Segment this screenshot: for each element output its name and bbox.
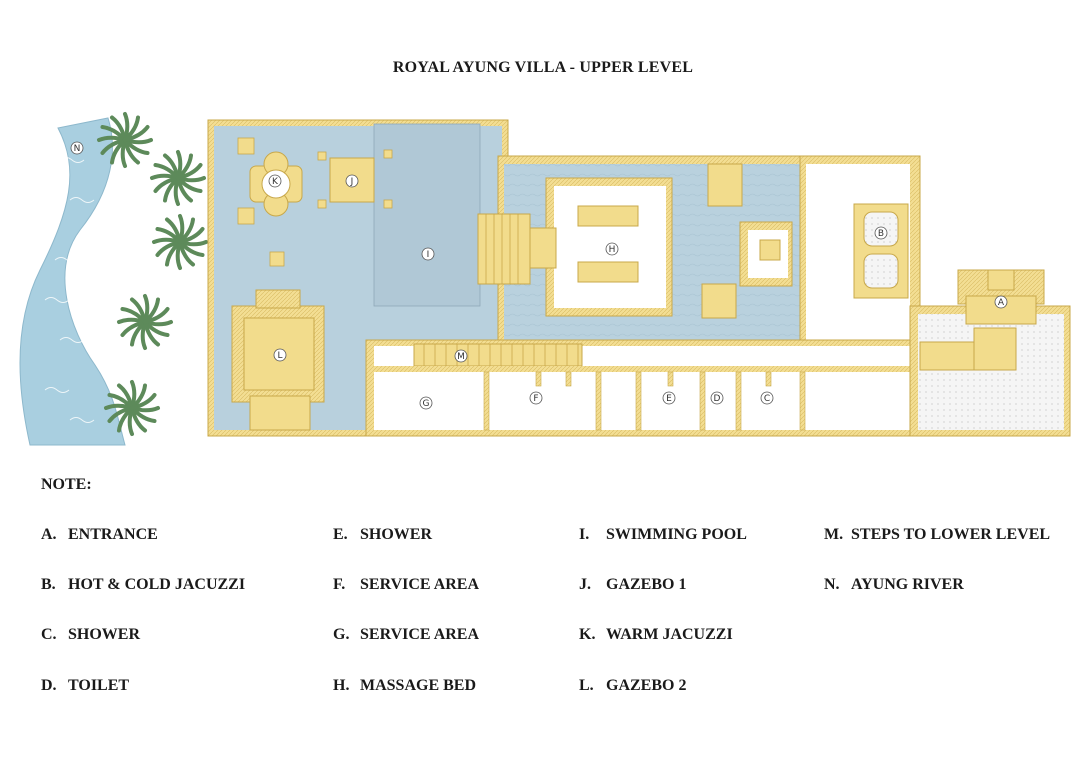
palm-tree <box>97 112 153 168</box>
plan-marker-m: M <box>454 349 468 363</box>
legend-label: GAZEBO 2 <box>606 677 687 694</box>
legend-label: TOILET <box>68 677 130 694</box>
legend-key: K. <box>579 626 596 643</box>
legend-label: SERVICE AREA <box>360 626 480 643</box>
legend-item: F. SERVICE AREA <box>333 576 479 594</box>
note-heading: NOTE: <box>41 476 92 493</box>
legend-key: J. <box>579 576 591 593</box>
legend-item: H. MASSAGE BED <box>333 677 476 695</box>
svg-text:L: L <box>277 351 282 361</box>
plan-marker-f: F <box>529 391 543 405</box>
plan-marker-j: J <box>345 174 359 188</box>
svg-text:K: K <box>272 177 279 187</box>
legend-key: A. <box>41 526 57 543</box>
legend-item: J. GAZEBO 1 <box>579 576 686 594</box>
legend-item: K. WARM JACUZZI <box>579 626 733 644</box>
legend-key: E. <box>333 526 348 543</box>
legend-key: M. <box>824 526 844 543</box>
svg-text:G: G <box>423 399 430 409</box>
legend-key: C. <box>41 626 57 643</box>
gazebo-1 <box>329 157 375 203</box>
palm-tree <box>152 214 208 270</box>
steps-to-lower-level <box>413 343 583 367</box>
legend-label: AYUNG RIVER <box>851 576 964 593</box>
river-waves <box>44 157 95 423</box>
svg-text:H: H <box>609 245 616 255</box>
legend-label: WARM JACUZZI <box>606 626 733 643</box>
svg-text:M: M <box>457 352 465 362</box>
legend-item: I. SWIMMING POOL <box>579 526 747 544</box>
svg-text:N: N <box>74 144 81 154</box>
plan-marker-k: K <box>268 174 282 188</box>
legend-label: ENTRANCE <box>68 526 158 543</box>
svg-text:F: F <box>533 394 538 404</box>
svg-text:C: C <box>764 394 770 404</box>
legend-item: D. TOILET <box>41 677 129 695</box>
legend-key: I. <box>579 526 590 543</box>
massage-bed <box>577 205 639 227</box>
svg-text:B: B <box>878 229 884 239</box>
legend-label: HOT & COLD JACUZZI <box>68 576 246 593</box>
gazebo-2 <box>231 289 325 431</box>
legend-label: GAZEBO 1 <box>606 576 687 593</box>
legend-key: D. <box>41 677 57 694</box>
legend-key: H. <box>333 677 350 694</box>
palm-tree <box>117 294 173 350</box>
legend-label: SERVICE AREA <box>360 576 480 593</box>
legend-label: STEPS TO LOWER LEVEL <box>851 526 1051 543</box>
plan-marker-b: B <box>874 226 888 240</box>
plan-title: ROYAL AYUNG VILLA - UPPER LEVEL <box>392 59 694 76</box>
legend-label: SHOWER <box>68 626 141 643</box>
palm-tree <box>104 380 160 436</box>
plan-marker-e: E <box>662 391 676 405</box>
palm-tree <box>150 150 206 206</box>
legend-item: M. STEPS TO LOWER LEVEL <box>824 526 1050 544</box>
plan-marker-c: C <box>760 391 774 405</box>
svg-text:D: D <box>714 394 721 404</box>
legend-item: L. GAZEBO 2 <box>579 677 686 695</box>
massage-bed <box>577 261 639 283</box>
legend-item: N. AYUNG RIVER <box>824 576 964 594</box>
plan-marker-n: N <box>70 141 84 155</box>
plan-marker-l: L <box>273 348 287 362</box>
legend-label: MASSAGE BED <box>360 677 477 694</box>
legend-item: B. HOT & COLD JACUZZI <box>41 576 245 594</box>
svg-text:A: A <box>998 298 1005 308</box>
legend-item: G. SERVICE AREA <box>333 626 479 644</box>
legend-label: SWIMMING POOL <box>606 526 747 543</box>
legend-key: F. <box>333 576 346 593</box>
legend-key: B. <box>41 576 56 593</box>
plan-marker-a: A <box>994 295 1008 309</box>
legend-item: C. SHOWER <box>41 626 140 644</box>
legend-key: L. <box>579 677 594 694</box>
svg-text:E: E <box>666 394 672 404</box>
svg-text:J: J <box>350 177 354 187</box>
plan-marker-h: H <box>605 242 619 256</box>
svg-text:I: I <box>427 250 430 260</box>
plan-marker-g: G <box>419 396 433 410</box>
legend-label: SHOWER <box>360 526 433 543</box>
legend-key: G. <box>333 626 350 643</box>
legend-key: N. <box>824 576 840 593</box>
plan-marker-i: I <box>421 247 435 261</box>
legend-item: A. ENTRANCE <box>41 526 158 544</box>
plan-marker-d: D <box>710 391 724 405</box>
legend-item: E. SHOWER <box>333 526 432 544</box>
